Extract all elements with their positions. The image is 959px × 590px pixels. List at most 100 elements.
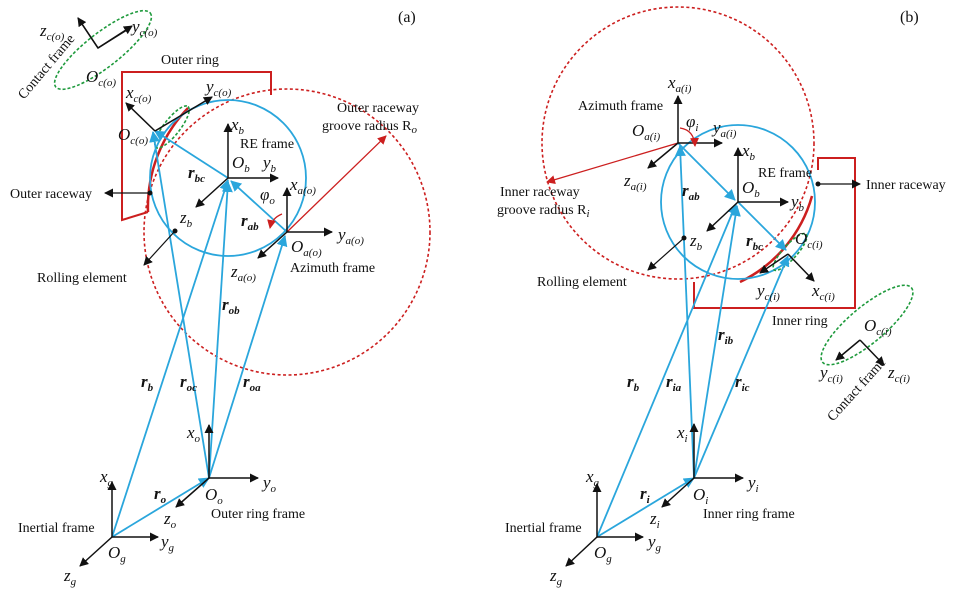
sym-Oc-inner: Oc(i) <box>795 229 823 251</box>
sym-roc: roc <box>180 372 197 394</box>
sym-yb-inner: yb <box>789 192 805 214</box>
axis-zg <box>79 536 113 567</box>
vector-rb <box>111 179 231 538</box>
sym-Oi: Oi <box>693 485 708 507</box>
vector-rb-inner <box>596 203 738 538</box>
sym-rb: rb <box>141 372 154 394</box>
label-outer-ring: Outer ring <box>161 53 219 68</box>
sym-zi: zi <box>649 509 660 531</box>
outer-raceway-dot <box>147 190 153 196</box>
inner-rolling-element-dot <box>681 235 687 241</box>
sym-yg-inner: yg <box>646 532 662 554</box>
sym-yg: yg <box>159 532 175 554</box>
axis-zb-inner <box>706 201 739 232</box>
sym-ya: ya(o) <box>336 225 364 247</box>
sym-Ob-inner: Ob <box>742 178 760 200</box>
sym-yi: yi <box>746 473 759 495</box>
sym-Oc-detached-inner: Oc(i) <box>864 316 892 338</box>
label-groove-radius: groove radius Ro <box>322 119 417 136</box>
sym-Og: Og <box>108 543 126 565</box>
sym-rib: rib <box>718 325 734 347</box>
label-azimuth-frame-b: Azimuth frame <box>578 99 663 114</box>
axis-za-inner <box>647 142 679 169</box>
sym-ri: ri <box>640 484 651 506</box>
inner-rolling-element-circle <box>660 124 816 280</box>
vector-ro <box>111 477 210 538</box>
rolling-element-dot <box>172 228 178 234</box>
sym-xb-inner: xb <box>741 141 756 163</box>
label-rolling-element-b: Rolling element <box>537 275 627 290</box>
label-outer-raceway: Outer raceway <box>10 187 92 202</box>
axis-yc <box>154 96 213 132</box>
sym-zc-detached-inner: zc(i) <box>887 363 910 385</box>
label-ring-frame: Outer ring frame <box>211 507 305 522</box>
vector-rab <box>230 180 288 233</box>
sym-ya-inner: ya(i) <box>711 118 737 140</box>
sym-xc-inner: xc(i) <box>811 281 835 303</box>
axis-xc-inner <box>787 253 815 282</box>
sym-rb-inner: rb <box>627 372 640 394</box>
sym-zb: zb <box>179 208 193 230</box>
axis-yc-inner <box>759 253 789 274</box>
panel-b-tag: (b) <box>900 9 919 26</box>
sym-rab-inner: rab <box>682 181 700 203</box>
outer-ring-section <box>121 71 272 222</box>
sym-xc: xc(o) <box>125 83 152 105</box>
axis-za <box>257 231 288 259</box>
inner-groove-radius-arrow <box>546 142 679 185</box>
inner-contact-ellipse-small <box>772 232 808 272</box>
vector-roa <box>208 235 288 479</box>
outer-raceway-groove-circle <box>143 88 431 376</box>
sym-Oa-inner: Oa(i) <box>632 121 661 143</box>
sym-xa: xa(o) <box>289 175 316 197</box>
sym-yo: yo <box>261 473 277 495</box>
label-azimuth-frame: Azimuth frame <box>290 261 375 276</box>
vector-ric <box>693 255 790 479</box>
vector-rob <box>208 181 233 479</box>
inner-contact-ellipse-large <box>820 284 914 366</box>
label-re-frame: RE frame <box>240 137 294 152</box>
label-inner-raceway: Inner raceway <box>866 178 946 193</box>
sym-yc-detached: yc(o) <box>130 17 158 39</box>
label-inner-groove: Inner raceway <box>500 185 580 200</box>
sym-rbc: rbc <box>188 163 205 185</box>
vector-rib <box>693 205 741 479</box>
vector-roc <box>149 131 210 479</box>
axis-zc-detached <box>77 17 99 49</box>
axis-zb <box>195 177 229 208</box>
inner-raceway-dot <box>815 181 821 187</box>
rolling-element-circle <box>149 99 307 257</box>
label-contact-frame-b: Contact frame <box>825 355 889 424</box>
rolling-element-leader <box>143 230 176 266</box>
sym-xb: xb <box>230 115 245 137</box>
sym-Oo: Oo <box>205 485 223 507</box>
vector-rbc-inner <box>737 201 787 251</box>
sym-ric: ric <box>735 372 750 394</box>
sym-rbc-inner: rbc <box>746 231 763 253</box>
sym-zc-detached: zc(o) <box>39 21 65 43</box>
vector-rab-inner <box>677 142 736 201</box>
vector-ri <box>596 477 695 538</box>
vector-ria <box>674 145 695 479</box>
axis-zo <box>175 477 210 508</box>
sym-zo: zo <box>163 509 177 531</box>
sym-zg: zg <box>63 566 77 588</box>
contact-ellipse-large <box>53 9 153 91</box>
sym-xg-inner: xg <box>585 467 600 489</box>
label-inner-ring: Inner ring <box>772 314 828 329</box>
axis-xc <box>125 102 156 132</box>
label-re-frame-b: RE frame <box>758 166 812 181</box>
sym-Oc: Oc(o) <box>118 125 148 147</box>
panel-a-tag: (a) <box>398 9 416 26</box>
panel-b: (b) <box>497 6 946 588</box>
sym-ro: ro <box>154 484 167 506</box>
sym-yc-detached-inner: yc(i) <box>818 363 843 385</box>
angle-phi-i-arc <box>679 127 699 147</box>
angle-phi-arc <box>267 213 283 229</box>
label-ring-frame-b: Inner ring frame <box>703 507 795 522</box>
sym-ria: ria <box>666 372 682 394</box>
vector-rbc <box>154 130 229 179</box>
inner-rolling-element-leader <box>647 237 685 271</box>
label-inertial-frame-b: Inertial frame <box>505 521 582 536</box>
